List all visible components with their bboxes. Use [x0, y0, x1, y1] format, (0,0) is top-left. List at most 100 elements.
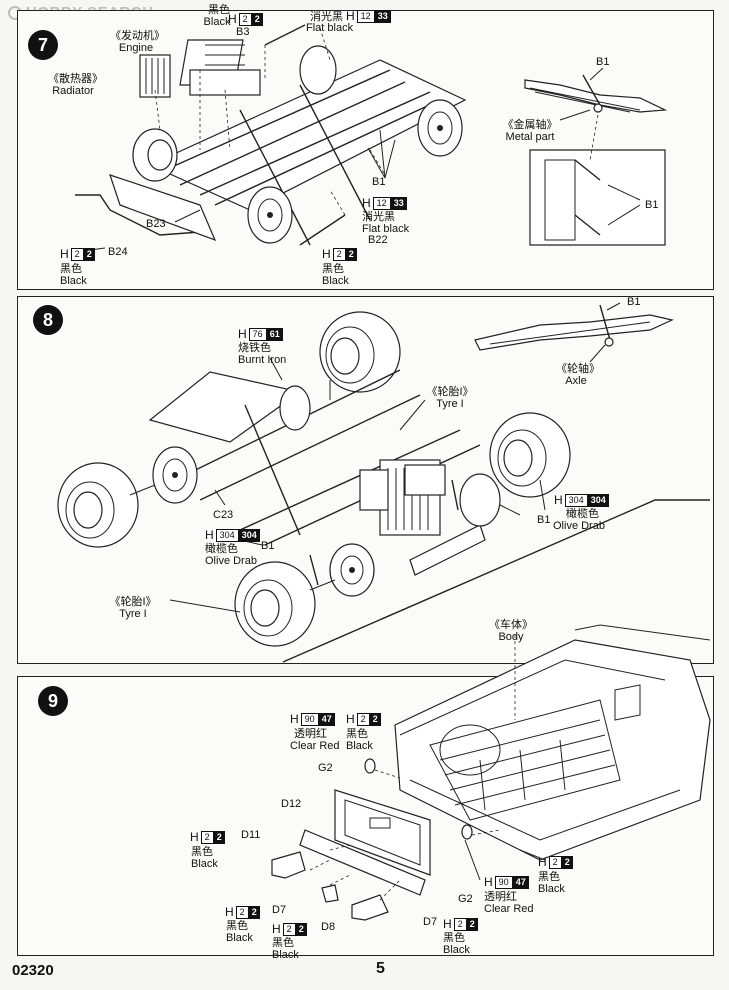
paint-clear-cn-right: 透明红 — [484, 891, 517, 903]
paint-black-en-d7: Black — [226, 932, 253, 944]
tyre-left — [57, 462, 139, 548]
engine-label-cn: 《发动机》 — [110, 30, 165, 42]
paint-olive-cn-left: 橄榄色 — [205, 543, 238, 555]
paint-code-black-right-9: H 2 2 — [538, 855, 573, 869]
engine-label-en: Engine — [118, 42, 154, 54]
paint-code-olive-right: H 304 304 — [554, 493, 609, 507]
tyre-label-2: 《轮胎I》 Tyre I — [108, 596, 158, 620]
paint-code-burnt: H 76 61 — [238, 327, 283, 341]
paint-black-en-d8: Black — [272, 949, 299, 961]
paint-black-en-top: Black — [203, 16, 231, 28]
paint-black-en-right-9: Black — [538, 883, 565, 895]
paint-black-cn-right-9: 黑色 — [538, 871, 560, 883]
axle-cn: 《轮轴》 — [556, 363, 600, 375]
paint-code-clear-right: H 90 47 — [484, 875, 529, 889]
page-number: 5 — [376, 960, 385, 977]
paint-olive-cn-right: 橄榄色 — [566, 508, 599, 520]
axle-en: Axle — [565, 375, 587, 387]
part-d8-shape — [321, 884, 339, 903]
part-d7-b: D7 — [423, 916, 438, 928]
step-8-number: 8 — [33, 305, 63, 335]
paint-code-black-top: H 2 2 — [228, 12, 263, 26]
hook-d7-left — [271, 851, 306, 879]
part-b1-step8-c: B1 — [261, 540, 275, 552]
paint-black-en-mid: Black — [322, 275, 349, 287]
paint-olive-en-left: Olive Drab — [205, 555, 257, 567]
part-d12: D12 — [281, 798, 302, 810]
chassis-frame-7 — [148, 59, 467, 211]
part-b1-step8-a: B1 — [627, 296, 641, 308]
part-b24: B24 — [108, 246, 128, 258]
engine-part — [179, 39, 261, 96]
paint-black-en-d11: Black — [191, 858, 218, 870]
paint-code-black-mid: H 2 2 — [322, 247, 357, 261]
metal-part-cn: 《金属轴》 — [502, 119, 558, 131]
paint-black-cn-d11: 黑色 — [191, 846, 213, 858]
paint-clear-en-right: Clear Red — [484, 903, 534, 915]
paint-code-black-bottom-9: H 2 2 — [443, 917, 478, 931]
paint-code-black-d11: H 2 2 — [190, 830, 225, 844]
part-d11: D11 — [241, 829, 261, 841]
paint-black-cn-top-9: 黑色 — [346, 728, 368, 740]
paint-code-black-d8: H 2 2 — [272, 922, 307, 936]
body-en: Body — [498, 631, 524, 643]
step-9-number: 9 — [38, 686, 68, 716]
bumper-d11 — [299, 829, 426, 896]
paint-black-cn-d7: 黑色 — [226, 920, 248, 932]
paint-flat-en-mid: Flat black — [362, 223, 410, 235]
paint-black-cn-d8: 黑色 — [272, 937, 294, 949]
tyre-cn-1: 《轮胎I》 — [426, 386, 474, 398]
paint-black-en-top-9: Black — [346, 740, 373, 752]
part-d7-a: D7 — [272, 904, 287, 916]
paint-code-clear-top: H 90 47 — [290, 712, 335, 726]
body-cn: 《车体》 — [489, 619, 533, 631]
metal-part-label: 《金属轴》 Metal part — [500, 119, 560, 143]
part-b3: B3 — [236, 26, 250, 38]
paint-clear-en-top: Clear Red — [290, 740, 340, 752]
step-8-divider — [282, 499, 710, 663]
part-b1-step8-b: B1 — [537, 514, 551, 526]
product-code: 02320 — [12, 962, 54, 979]
metal-part-detail — [524, 67, 668, 246]
part-b22: B22 — [368, 234, 388, 246]
paint-burnt-cn: 烧铁色 — [238, 342, 271, 354]
part-b1-step7-c: B1 — [645, 199, 659, 211]
axle-label: 《轮轴》 Axle — [556, 363, 600, 387]
paint-black-en-bottom-9: Black — [443, 944, 470, 956]
tyre-cn-2: 《轮胎I》 — [109, 596, 157, 608]
part-b1-step7-b: B1 — [596, 56, 610, 68]
paint-flat-cn-mid: 消光黑 — [362, 211, 395, 223]
radiator-label-en: Radiator — [52, 85, 94, 97]
paint-black-en-left: Black — [60, 275, 87, 287]
axle-detail — [474, 302, 674, 363]
part-d8: D8 — [321, 921, 336, 933]
tyre-top-right — [319, 311, 401, 393]
tyre-bottom — [234, 561, 316, 647]
paint-black-cn-left: 黑色 — [60, 263, 82, 275]
hook-d7-right — [351, 894, 389, 921]
paint-olive-en-right: Olive Drab — [553, 520, 605, 532]
part-g2-b: G2 — [458, 893, 473, 905]
engine-label: 《发动机》 Engine — [110, 30, 165, 54]
paint-black-cn-bottom-9: 黑色 — [443, 932, 465, 944]
paint-code-flat-mid: H 12 33 — [362, 196, 407, 210]
part-g2-a: G2 — [318, 762, 333, 774]
paint-code-black-left: H 2 2 — [60, 247, 95, 261]
part-b1-step7-a: B1 — [372, 176, 386, 188]
paint-code-black-top-9: H 2 2 — [346, 712, 381, 726]
paint-code-flat-top: 消光黑 H 12 33 — [310, 8, 391, 24]
tyre-label-1: 《轮胎I》 Tyre I — [425, 386, 475, 410]
g2-light-left — [364, 758, 376, 774]
radiator-label-cn: 《散热器》 — [48, 73, 103, 85]
paint-black-cn-mid: 黑色 — [322, 263, 344, 275]
radiator-label: 《散热器》 Radiator — [48, 73, 103, 97]
g2-light-right — [461, 824, 473, 840]
paint-code-olive-left: H 304 304 — [205, 528, 260, 542]
part-b23: B23 — [146, 218, 166, 230]
paint-burnt-en: Burnt Iron — [238, 354, 287, 366]
metal-part-en: Metal part — [505, 131, 555, 143]
paint-clear-cn-top: 透明红 — [294, 728, 327, 740]
paint-black-cn-top: 黑色 — [208, 4, 230, 16]
